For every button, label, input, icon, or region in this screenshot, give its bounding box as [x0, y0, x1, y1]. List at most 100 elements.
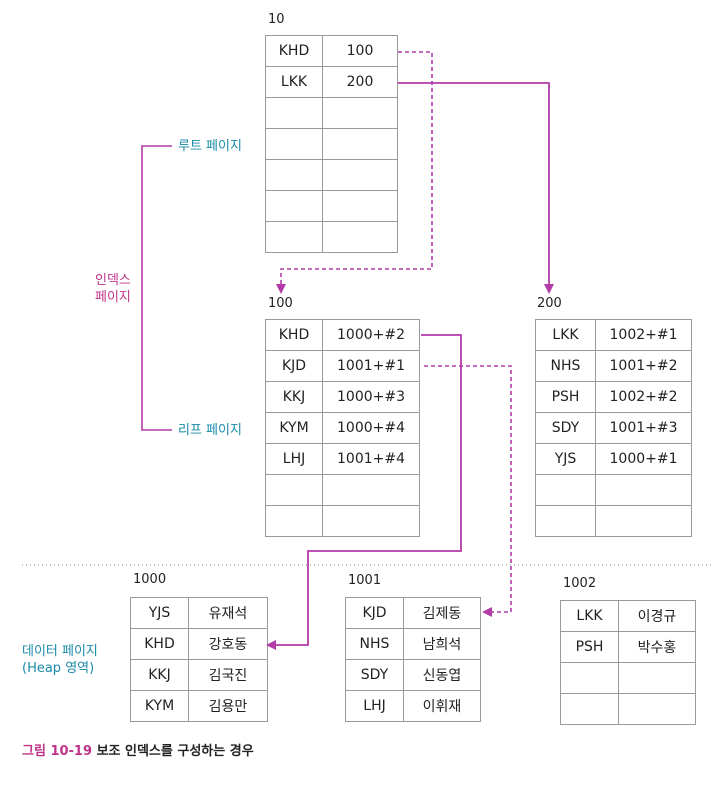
- key-cell: [265, 190, 323, 222]
- value-cell: 강호동: [188, 628, 268, 660]
- index-bracket-line: [141, 145, 172, 431]
- leaf-page-label: 리프 페이지: [178, 423, 242, 438]
- value-cell: 1001+#1: [322, 350, 420, 382]
- key-cell: KHD: [130, 628, 189, 660]
- key-cell: [265, 159, 323, 191]
- key-cell: NHS: [535, 350, 596, 382]
- table-row: [265, 221, 398, 253]
- value-cell: 남희석: [403, 628, 481, 660]
- data-page-label-line1: 데이터 페이지: [22, 644, 98, 659]
- value-cell: 박수홍: [618, 631, 696, 663]
- value-cell: [595, 505, 692, 537]
- root-page-number: 10: [268, 12, 285, 27]
- value-cell: 1001+#3: [595, 412, 692, 444]
- data-page-1002-number: 1002: [563, 576, 597, 591]
- key-cell: YJS: [130, 597, 189, 629]
- arrow-root-khd-to-page-100: [276, 51, 433, 294]
- data-page-label-line2: (Heap 영역): [22, 661, 95, 676]
- value-cell: 1000+#1: [595, 443, 692, 475]
- value-cell: 유재석: [188, 597, 268, 629]
- arrow-kjd-to-data-1001: [424, 365, 512, 617]
- key-cell: KYM: [130, 690, 189, 722]
- value-cell: 신동엽: [403, 659, 481, 691]
- value-cell: 1000+#3: [322, 381, 420, 413]
- figure-caption: 그림 10-19 보조 인덱스를 구성하는 경우: [22, 740, 254, 759]
- table-row: [535, 505, 692, 537]
- arrow-khd-to-data-1000: [266, 334, 462, 650]
- key-cell: [560, 662, 619, 694]
- table-row: [560, 693, 696, 725]
- value-cell: 김용만: [188, 690, 268, 722]
- table-row: [560, 662, 696, 694]
- key-cell: LKK: [265, 66, 323, 98]
- index-page-label-line2: 페이지: [95, 290, 131, 305]
- figure-caption-number: 그림 10-19: [22, 744, 93, 759]
- value-cell: 1002+#2: [595, 381, 692, 413]
- key-cell: LHJ: [345, 690, 404, 722]
- value-cell: [618, 693, 696, 725]
- key-cell: PSH: [535, 381, 596, 413]
- value-cell: [595, 474, 692, 506]
- value-cell: 1002+#1: [595, 319, 692, 351]
- value-cell: [618, 662, 696, 694]
- table-row: [265, 505, 420, 537]
- arrow-root-lkk-to-page-200: [398, 82, 554, 294]
- key-cell: SDY: [345, 659, 404, 691]
- key-cell: KYM: [265, 412, 323, 444]
- value-cell: [322, 128, 398, 160]
- key-cell: KJD: [345, 597, 404, 629]
- data-page-1001-number: 1001: [348, 573, 382, 588]
- index-page-label-line1: 인덱스: [95, 273, 131, 288]
- leaf-page-100-number: 100: [268, 296, 293, 311]
- key-cell: [535, 505, 596, 537]
- data-page-1000-number: 1000: [133, 572, 167, 587]
- value-cell: 200: [322, 66, 398, 98]
- value-cell: 100: [322, 35, 398, 67]
- value-cell: [322, 221, 398, 253]
- value-cell: 이휘재: [403, 690, 481, 722]
- table-row: [265, 128, 398, 160]
- key-cell: NHS: [345, 628, 404, 660]
- figure-caption-text: 보조 인덱스를 구성하는 경우: [96, 744, 254, 759]
- value-cell: [322, 505, 420, 537]
- leaf-page-200-number: 200: [537, 296, 562, 311]
- key-cell: LHJ: [265, 443, 323, 475]
- key-cell: LKK: [560, 600, 619, 632]
- key-cell: YJS: [535, 443, 596, 475]
- value-cell: 1001+#2: [595, 350, 692, 382]
- table-row: [265, 159, 398, 191]
- key-cell: [265, 474, 323, 506]
- value-cell: 1000+#2: [322, 319, 420, 351]
- key-cell: [560, 693, 619, 725]
- value-cell: 김국진: [188, 659, 268, 691]
- root-page-label: 루트 페이지: [178, 139, 242, 154]
- key-cell: SDY: [535, 412, 596, 444]
- value-cell: 1001+#4: [322, 443, 420, 475]
- value-cell: 1000+#4: [322, 412, 420, 444]
